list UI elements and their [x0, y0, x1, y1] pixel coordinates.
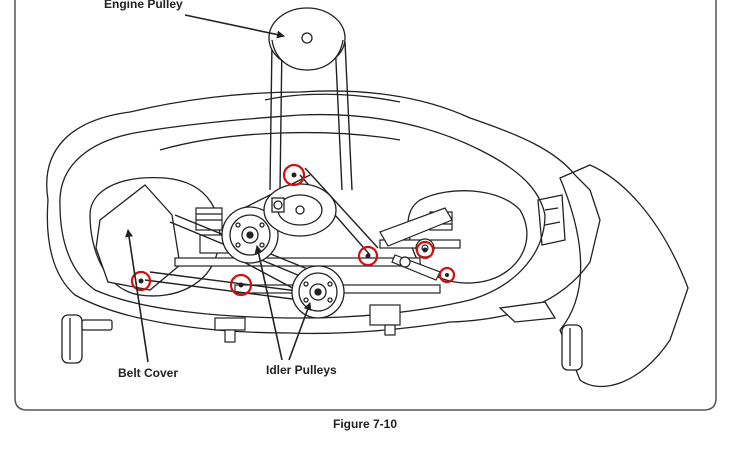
discharge-chute [537, 164, 689, 388]
deck-housing [46, 90, 601, 335]
figure-caption: Figure 7-10 [333, 417, 397, 431]
upper-idler-pulley [263, 183, 337, 237]
belt-cover-label: Belt Cover [118, 366, 178, 380]
gauge-wheel-left [61, 314, 113, 364]
idler-pulleys-arrow-left [254, 245, 283, 361]
highlight-marker [130, 270, 152, 292]
idler-pulley-center [291, 265, 345, 319]
idler-pulley-left [221, 206, 279, 264]
belt-cover-arrow [125, 229, 149, 363]
highlight-marker [438, 266, 456, 284]
front-bracket [214, 304, 401, 343]
highlight-marker [415, 240, 435, 260]
belt-cover-shape [95, 184, 181, 291]
engine-pulley [268, 7, 346, 71]
idler-arm-right [379, 207, 453, 281]
idler-pulleys-label: Idler Pulleys [266, 363, 337, 377]
highlight-marker [282, 163, 306, 187]
engine-pulley-arrow [184, 14, 285, 39]
bolt-dots [138, 172, 449, 288]
highlight-marker [229, 273, 253, 297]
left-spindle [195, 207, 231, 254]
figure-frame [14, 0, 717, 411]
callout-arrows [125, 14, 312, 363]
engine-pulley-label: Engine Pulley [104, 0, 183, 11]
idler-pulleys-arrow-right [288, 302, 312, 361]
highlight-markers [130, 163, 456, 297]
highlight-marker [357, 245, 379, 267]
gauge-wheel-right [498, 301, 583, 371]
